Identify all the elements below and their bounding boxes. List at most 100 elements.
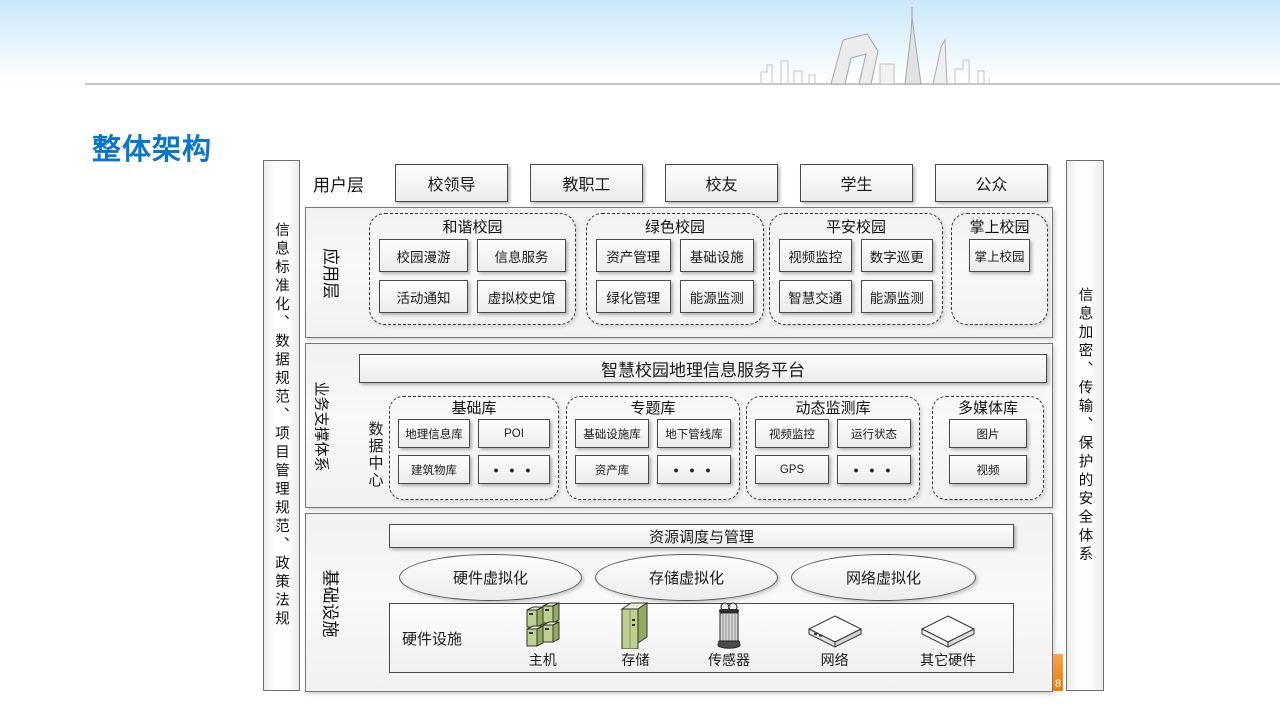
group-title: 多媒体库 (957, 400, 1018, 417)
app-box: 能源监测 (679, 280, 754, 313)
group-harmonious-campus: 和谐校园 校园漫游 信息服务 活动通知 虚拟校史馆 (369, 213, 576, 325)
gis-platform-bar: 智慧校园地理信息服务平台 (359, 354, 1047, 383)
page-number: 8 (1054, 678, 1062, 690)
group-title: 专题库 (630, 400, 676, 417)
db-box: 基础设施库 (575, 419, 649, 448)
group-green-campus: 绿色校园 资产管理 基础设施 绿化管理 能源监测 (586, 213, 764, 325)
standards-sidebar-text: 信息标准化、数据规范、项目管理规范、政策法规 (273, 222, 289, 629)
network-device-icon (807, 615, 862, 648)
db-box: 视频监控 (755, 419, 829, 448)
user-box-alumni: 校友 (665, 164, 778, 202)
group-thematic-db: 专题库 基础设施库 地下管线库 资产库 ● ● ● (566, 396, 740, 500)
support-layer-label: 业务支撑体系 (312, 380, 330, 472)
app-box: 智慧交通 (779, 280, 852, 313)
application-layer-label-wrap: 应用层 (308, 213, 356, 333)
db-box-ellipsis: ● ● ● (478, 455, 550, 484)
group-grid: 地理信息库 POI 建筑物库 ● ● ● (398, 419, 550, 484)
hardware-facilities-label: 硬件设施 (402, 630, 463, 648)
app-box: 数字巡更 (860, 239, 933, 272)
db-box-ellipsis: ● ● ● (657, 455, 731, 484)
group-grid: 基础设施库 地下管线库 资产库 ● ● ● (575, 419, 731, 484)
group-mobile-campus: 掌上校园 掌上校园 (951, 213, 1048, 325)
hardware-item-host: 主机 (523, 602, 563, 672)
user-box-public: 公众 (935, 164, 1048, 202)
support-layer-section: 业务支撑体系 智慧校园地理信息服务平台 数据中心 基础库 地理信息库 POI 建… (305, 343, 1053, 508)
slide-header-banner (0, 0, 1280, 85)
hardware-item-network: 网络 (806, 613, 864, 672)
user-box-leaders: 校领导 (395, 164, 508, 202)
group-title: 绿色校园 (644, 219, 705, 236)
other-hardware-icon (921, 615, 976, 648)
hardware-item-label: 存储 (621, 652, 650, 668)
app-box: 信息服务 (477, 239, 566, 272)
db-box: 图片 (949, 419, 1027, 448)
group-grid: 掌上校园 (961, 239, 1038, 272)
host-server-icon (526, 602, 560, 647)
hardware-item-sensor: 传感器 (708, 601, 750, 672)
group-grid: 资产管理 基础设施 绿化管理 能源监测 (596, 239, 754, 313)
application-layer-label: 应用层 (320, 247, 340, 299)
data-center-label: 数据中心 (366, 421, 384, 489)
app-box: 校园漫游 (379, 239, 468, 272)
db-box: 地下管线库 (657, 419, 731, 448)
db-box: POI (478, 419, 550, 448)
db-box: GPS (755, 455, 829, 484)
db-box: 建筑物库 (398, 455, 470, 484)
group-safe-campus: 平安校园 视频监控 数字巡更 智慧交通 能源监测 (769, 213, 943, 325)
group-title: 掌上校园 (969, 219, 1030, 236)
app-box: 掌上校园 (969, 239, 1030, 272)
security-sidebar-text: 信息加密、传输、保护的安全体系 (1076, 286, 1093, 565)
db-box: 视频 (949, 455, 1027, 484)
data-center-label-wrap: 数据中心 (362, 406, 388, 504)
infrastructure-layer-section: 基础设施 资源调度与管理 硬件虚拟化 存储虚拟化 网络虚拟化 硬件设施 (305, 513, 1053, 692)
group-grid: 校园漫游 信息服务 活动通知 虚拟校史馆 (379, 239, 566, 313)
security-sidebar: 信息加密、传输、保护的安全体系 (1066, 160, 1104, 691)
app-box: 基础设施 (679, 239, 754, 272)
support-layer-label-wrap: 业务支撑体系 (306, 346, 338, 506)
infrastructure-layer-label-wrap: 基础设施 (310, 518, 354, 688)
app-box: 视频监控 (779, 239, 852, 272)
app-box: 资产管理 (596, 239, 671, 272)
app-box: 活动通知 (379, 280, 468, 313)
app-box: 能源监测 (860, 280, 933, 313)
user-layer-row: 校领导 教职工 校友 学生 公众 (395, 164, 1048, 202)
user-box-staff: 教职工 (530, 164, 643, 202)
resource-scheduler-bar: 资源调度与管理 (389, 524, 1014, 548)
db-box-ellipsis: ● ● ● (837, 455, 911, 484)
hardware-item-label: 其它硬件 (920, 652, 977, 668)
sensor-icon (717, 602, 741, 649)
page-title: 整体架构 (92, 134, 213, 166)
header-divider (85, 83, 1280, 85)
group-title: 和谐校园 (442, 219, 503, 236)
db-box: 运行状态 (837, 419, 911, 448)
db-box: 资产库 (575, 455, 649, 484)
group-grid: 视频监控 运行状态 GPS ● ● ● (755, 419, 911, 484)
hardware-item-label: 传感器 (707, 652, 750, 668)
hardware-item-label: 主机 (528, 652, 557, 668)
app-box: 绿化管理 (596, 280, 671, 313)
group-grid: 视频监控 数字巡更 智慧交通 能源监测 (779, 239, 933, 313)
hardware-virtualization-ellipse: 硬件虚拟化 (399, 554, 582, 601)
group-title: 动态监测库 (795, 400, 871, 417)
app-box: 虚拟校史馆 (477, 280, 566, 313)
hardware-items-row: 主机 存储 (495, 601, 1005, 672)
group-multimedia-db: 多媒体库 图片 视频 (932, 396, 1044, 500)
hardware-item-other: 其它硬件 (919, 613, 977, 672)
city-skyline-graphic (755, 7, 990, 85)
group-title: 基础库 (451, 400, 497, 417)
page-number-marker: 8 (1053, 654, 1063, 691)
storage-icon (620, 602, 650, 649)
user-layer-label: 用户层 (313, 176, 364, 195)
application-layer-section: 应用层 和谐校园 校园漫游 信息服务 活动通知 虚拟校史馆 绿色校园 资产管理 … (305, 207, 1053, 338)
hardware-facilities-box: 硬件设施 主机 (389, 601, 1014, 673)
group-dynamic-monitor-db: 动态监测库 视频监控 运行状态 GPS ● ● ● (746, 396, 920, 500)
network-virtualization-ellipse: 网络虚拟化 (791, 554, 976, 601)
user-box-students: 学生 (800, 164, 913, 202)
group-title: 平安校园 (825, 219, 886, 236)
hardware-item-storage: 存储 (618, 601, 652, 672)
infrastructure-layer-label: 基础设施 (320, 569, 340, 637)
standards-sidebar: 信息标准化、数据规范、项目管理规范、政策法规 (263, 160, 300, 691)
hardware-item-label: 网络 (820, 652, 849, 668)
db-box: 地理信息库 (398, 419, 470, 448)
